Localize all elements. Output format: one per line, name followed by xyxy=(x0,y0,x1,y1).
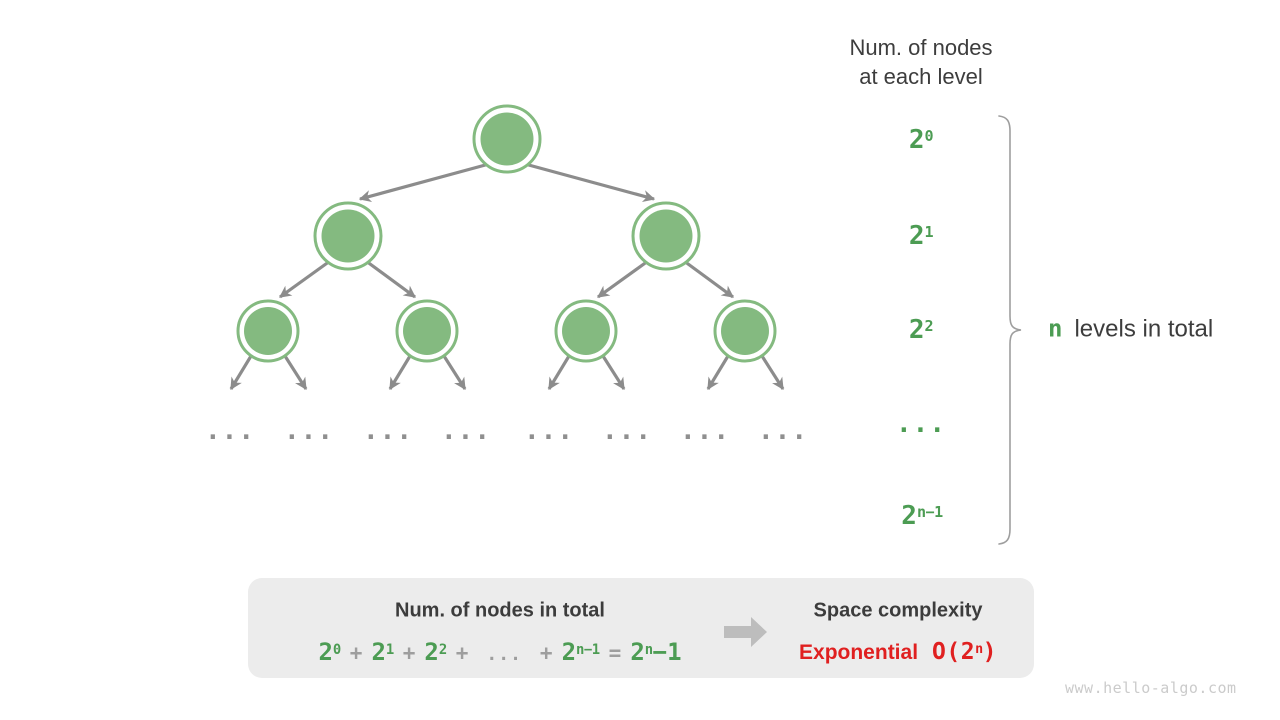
level-label-exp: n−1 xyxy=(916,503,943,522)
formula-term: 21 xyxy=(371,638,394,666)
formula-term: 20 xyxy=(318,638,341,666)
tree-edge xyxy=(760,355,785,391)
tree-edge xyxy=(706,355,730,391)
right-column-header: Num. of nodes at each level xyxy=(849,33,992,91)
tree-node-l1-1 xyxy=(631,201,701,271)
tree-node-l2-0 xyxy=(236,299,300,363)
complexity-class-label: Exponential xyxy=(799,641,919,664)
plus-sign: + xyxy=(402,641,416,665)
tree-ellipsis: ... xyxy=(602,416,652,446)
watermark: www.hello-algo.com xyxy=(1065,679,1237,697)
summary-box: Num. of nodes in total 20 + 21 + 22 + ..… xyxy=(248,578,1034,678)
formula-term: 22 xyxy=(424,638,447,666)
n-symbol: n xyxy=(1048,314,1063,343)
level-label-2-0: 20 xyxy=(908,125,934,155)
tree-node-root xyxy=(472,104,542,174)
tree-ellipsis: ... xyxy=(758,416,808,446)
level-label-2-n-1: 2n−1 xyxy=(901,501,943,531)
tree-edge xyxy=(524,162,656,202)
tree-edge xyxy=(597,259,649,299)
tree-edge xyxy=(229,355,253,391)
level-label-base: 2 xyxy=(908,315,925,345)
equals-sign: = xyxy=(608,641,622,665)
tree-edge xyxy=(365,259,416,299)
complexity-result: Exponential O(2n) xyxy=(799,639,997,665)
tree-node-l2-2 xyxy=(554,299,618,363)
tree-edge xyxy=(388,355,412,391)
space-complexity-title: Space complexity xyxy=(813,599,983,622)
tree-ellipsis: ... xyxy=(205,416,255,446)
levels-total-text: levels in total xyxy=(1074,315,1214,343)
tree-node-l2-1 xyxy=(395,299,459,363)
plus-sign: + xyxy=(349,641,363,665)
level-label-exp: 2 xyxy=(924,317,934,336)
plus-sign: + xyxy=(455,641,469,665)
formula-result: 2n−1 xyxy=(630,638,682,666)
tree-node-l2-3 xyxy=(713,299,777,363)
brace xyxy=(998,115,1022,545)
tree-ellipsis: ... xyxy=(363,416,413,446)
levels-total-label: n levels in total xyxy=(1048,314,1213,343)
level-label-ellipsis: ... xyxy=(896,409,946,439)
tree-ellipsis: ... xyxy=(680,416,730,446)
tree-edge xyxy=(601,355,626,391)
tree-edge xyxy=(279,259,331,299)
tree-ellipsis: ... xyxy=(524,416,574,446)
tree-edge xyxy=(683,259,734,299)
tree-ellipsis: ... xyxy=(441,416,491,446)
header-line-1: Num. of nodes xyxy=(849,35,993,60)
level-label-2-2: 22 xyxy=(908,315,934,345)
tree-edge xyxy=(547,355,571,391)
level-label-base: 2 xyxy=(908,221,925,251)
tree-ellipsis: ... xyxy=(284,416,334,446)
total-nodes-formula: 20 + 21 + 22 + ... + 2n−1 = 2n−1 xyxy=(318,638,681,666)
formula-term: 2n−1 xyxy=(561,638,601,666)
big-o-notation: O(2n) xyxy=(932,639,997,665)
right-arrow-icon xyxy=(724,617,767,647)
header-line-2: at each level xyxy=(859,64,983,89)
level-label-exp: 1 xyxy=(924,223,934,242)
tree-edge xyxy=(442,355,467,391)
tree-node-l1-0 xyxy=(313,201,383,271)
level-label-base: 2 xyxy=(901,501,917,531)
tree-edge xyxy=(358,162,490,202)
level-label-2-1: 21 xyxy=(908,221,934,251)
tree-edge xyxy=(283,355,308,391)
level-label-exp: 0 xyxy=(924,127,934,146)
level-label-base: 2 xyxy=(908,125,925,155)
formula-ellipsis: ... xyxy=(486,644,522,665)
total-nodes-title: Num. of nodes in total xyxy=(395,599,605,622)
plus-sign: + xyxy=(539,641,553,665)
